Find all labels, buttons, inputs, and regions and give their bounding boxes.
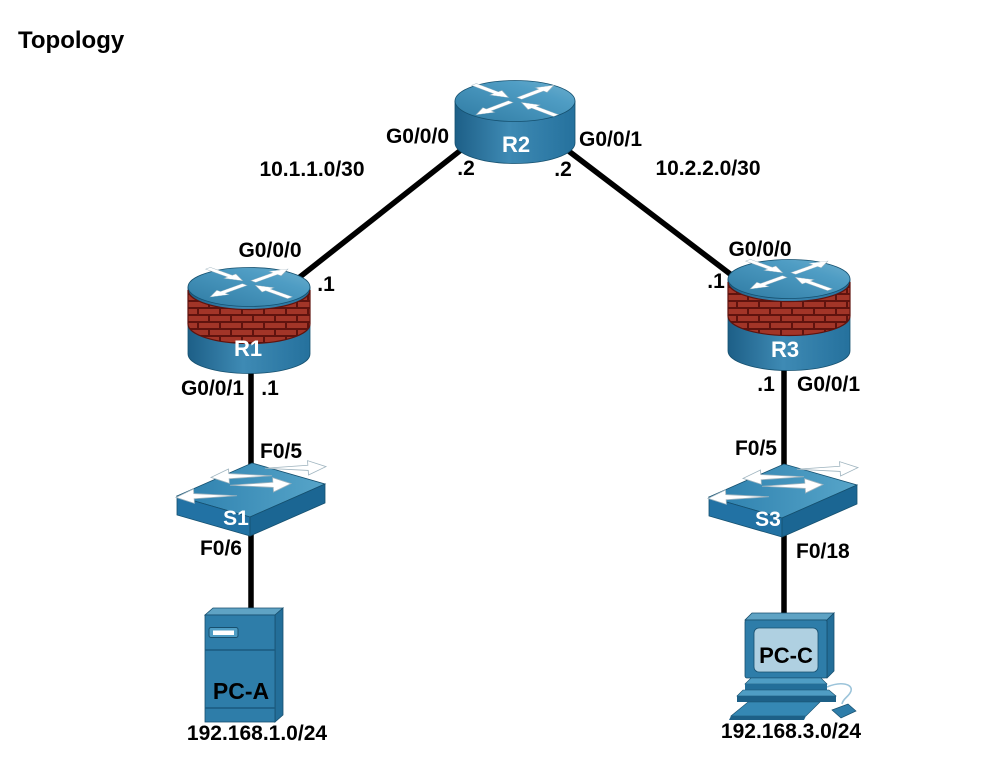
monitor-base2-front (737, 696, 836, 702)
label-network-lan-c: 192.168.3.0/24 (721, 720, 861, 743)
device-pc-a: PC-A (203, 607, 285, 723)
device-s1: S1 (176, 459, 327, 536)
label-s3-if-up: F0/5 (735, 437, 777, 460)
router-top (187, 267, 311, 307)
device-label-pc-c: PC-C (759, 643, 813, 668)
page-title: Topology (18, 27, 125, 54)
link-r2-r3 (560, 143, 740, 283)
monitor-side (826, 612, 835, 679)
switch-body (708, 460, 859, 537)
keyboard-front (729, 716, 806, 720)
label-r3-addr-down: .1 (757, 373, 775, 396)
tower-top (203, 607, 285, 616)
label-r1-addr-up: .1 (317, 273, 335, 296)
monitor-base-front (745, 684, 827, 690)
device-r2: R2 (454, 80, 576, 164)
label-r2-if-right: G0/0/1 (579, 128, 642, 151)
device-label-r3: R3 (771, 337, 799, 362)
label-s1-if-up: F0/5 (260, 440, 302, 463)
label-r2-if-left: G0/0/0 (386, 125, 449, 148)
label-r3-if-down: G0/0/1 (797, 373, 860, 396)
label-network-wan-right: 10.2.2.0/30 (655, 157, 760, 180)
label-s3-if-down: F0/18 (796, 540, 850, 563)
router-top (727, 259, 851, 299)
device-pc-c: PC-C (729, 612, 857, 720)
device-label-s1: S1 (223, 507, 249, 530)
label-network-lan-a: 192.168.1.0/24 (187, 722, 327, 745)
label-r2-addr-right: .2 (554, 158, 572, 181)
mouse (831, 703, 857, 719)
device-r3: R3 (727, 257, 851, 371)
label-s1-if-down: F0/6 (200, 537, 242, 560)
labels: G0/0/0 .2 G0/0/1 .2 10.1.1.0/30 10.2.2.0… (181, 125, 861, 745)
device-r1: R1 (187, 265, 311, 374)
device-label-r1: R1 (234, 336, 262, 361)
firewall-brick-band (727, 281, 851, 337)
label-r3-if-up: G0/0/0 (728, 238, 791, 261)
label-network-wan-left: 10.1.1.0/30 (259, 158, 364, 181)
label-r1-if-up: G0/0/0 (238, 239, 301, 262)
firewall-brick-band (187, 289, 311, 345)
monitor-base-top (744, 677, 828, 685)
keyboard (730, 701, 821, 717)
device-label-pc-a: PC-A (213, 678, 269, 704)
links (248, 143, 787, 618)
label-r3-addr-up: .1 (707, 270, 725, 293)
switch-body (176, 459, 327, 536)
label-r1-addr-down: .1 (261, 377, 279, 400)
mouse-cable (826, 682, 852, 705)
drive-slot-bar (213, 630, 234, 635)
device-s3: S3 (708, 460, 859, 537)
monitor-base2-top (736, 689, 837, 697)
label-r1-if-down: G0/0/1 (181, 377, 244, 400)
device-label-s3: S3 (755, 508, 781, 531)
link-r1-r2 (294, 143, 468, 283)
label-r2-addr-left: .2 (457, 157, 475, 180)
tower-side (274, 607, 284, 723)
device-label-r2: R2 (502, 132, 530, 157)
monitor-top (744, 612, 835, 621)
monitor-screen (753, 627, 819, 673)
